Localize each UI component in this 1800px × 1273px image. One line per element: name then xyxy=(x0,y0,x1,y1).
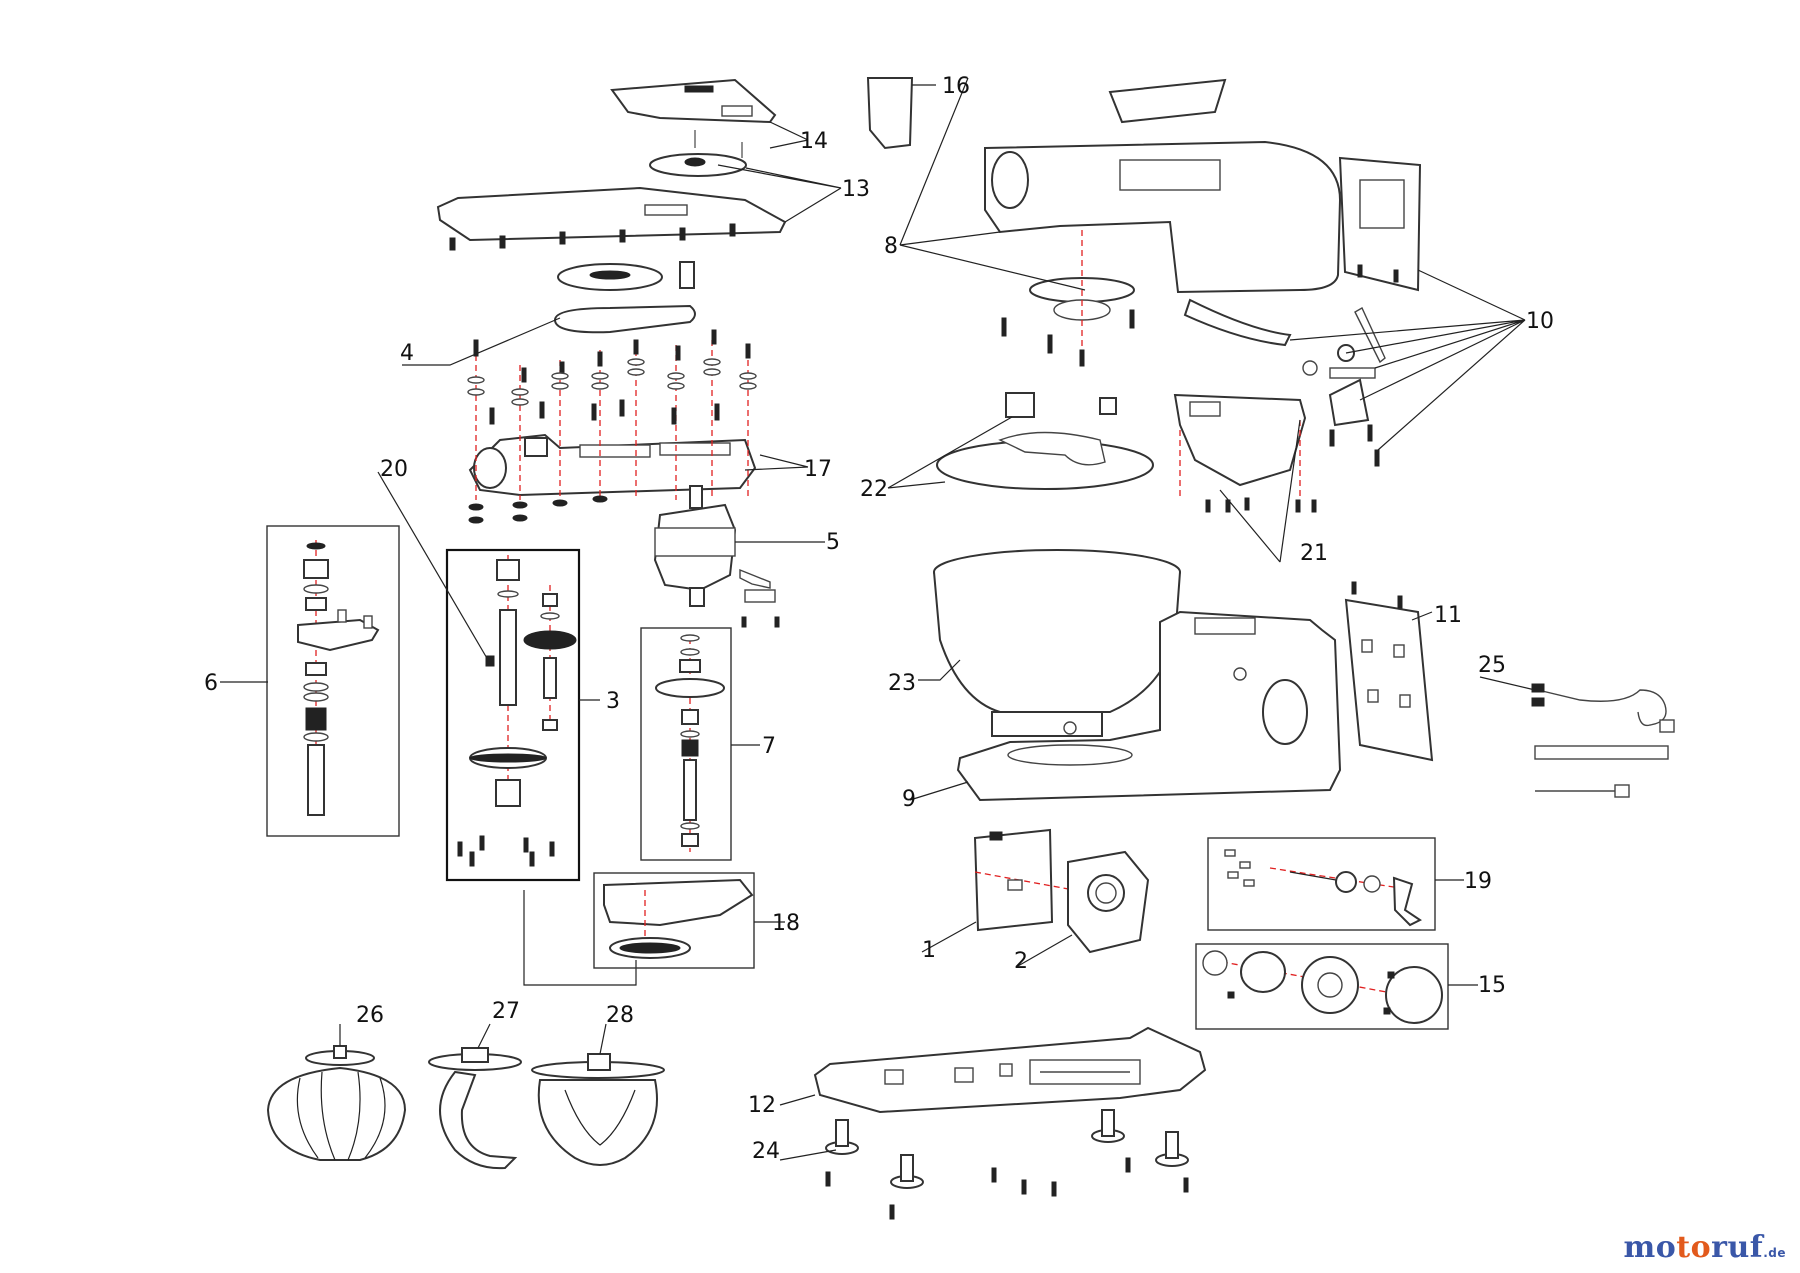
brand-logo-part1: mo xyxy=(1623,1230,1677,1265)
part-5-motor xyxy=(653,485,780,628)
part-11-side-panel xyxy=(1344,581,1434,762)
part-24-feet xyxy=(825,1109,1189,1220)
part-1-control-board xyxy=(973,828,1141,932)
part-28-flat-beater xyxy=(531,1053,665,1166)
part-13-upper-plate xyxy=(436,153,787,291)
callout-25: 25 xyxy=(1478,653,1506,678)
brand-logo-part3: ruf xyxy=(1711,1230,1764,1265)
callout-28: 28 xyxy=(606,1003,634,1028)
callout-22: 22 xyxy=(860,477,888,502)
callout-3: 3 xyxy=(606,689,620,714)
part-19-lever-assembly xyxy=(1207,837,1436,931)
part-7-gear-stack xyxy=(640,627,732,861)
callout-12: 12 xyxy=(748,1093,776,1118)
callout-24: 24 xyxy=(752,1139,780,1164)
callout-5: 5 xyxy=(826,530,840,555)
part-4-belt xyxy=(553,304,696,334)
callout-1: 1 xyxy=(922,938,936,963)
part-17-gearbox-housing xyxy=(468,433,757,497)
callout-27: 27 xyxy=(492,999,520,1024)
part-25-power-cord xyxy=(1531,683,1675,798)
part-8-head-housing xyxy=(984,78,1342,367)
part-23-bowl xyxy=(933,549,1181,737)
callout-21: 21 xyxy=(1300,541,1328,566)
callout-23: 23 xyxy=(888,671,916,696)
callout-9: 9 xyxy=(902,787,916,812)
part-15-knob-assembly xyxy=(1195,943,1449,1030)
part-12-bottom-plate xyxy=(813,1026,1207,1114)
part-16-scoop xyxy=(866,77,914,150)
part-27-dough-hook xyxy=(428,1047,522,1170)
callout-19: 19 xyxy=(1464,869,1492,894)
part-21-lower-housing xyxy=(1173,393,1317,513)
callout-2: 2 xyxy=(1014,949,1028,974)
part-6-planetary-assembly xyxy=(266,525,400,837)
callout-15: 15 xyxy=(1478,973,1506,998)
callout-18: 18 xyxy=(772,911,800,936)
callout-10: 10 xyxy=(1526,309,1554,334)
callout-7: 7 xyxy=(762,734,776,759)
part-22-splash-guard xyxy=(936,392,1154,490)
part-3-shaft-assembly xyxy=(445,548,637,986)
part-9-base-body xyxy=(956,610,1342,802)
part-2-switch-housing xyxy=(1067,850,1150,954)
callout-17: 17 xyxy=(804,457,832,482)
callout-8: 8 xyxy=(884,234,898,259)
callout-14: 14 xyxy=(800,129,828,154)
part-17-screws-washers xyxy=(467,329,757,524)
brand-logo: motoruf.de xyxy=(1624,1230,1786,1265)
callout-11: 11 xyxy=(1434,603,1462,628)
callout-labels: 1 2 3 4 5 6 7 8 9 10 11 12 13 14 15 16 1… xyxy=(204,74,1554,1164)
callout-6: 6 xyxy=(204,671,218,696)
part-18-gear-cover xyxy=(593,872,755,969)
callout-13: 13 xyxy=(842,177,870,202)
part-14-top-cover xyxy=(610,78,777,158)
callout-26: 26 xyxy=(356,1003,384,1028)
part-10-rear-plate xyxy=(1183,156,1422,467)
part-26-whisk xyxy=(266,1045,407,1161)
brand-logo-tld: .de xyxy=(1763,1246,1786,1260)
callout-16: 16 xyxy=(942,74,970,99)
callout-4: 4 xyxy=(400,341,414,366)
brand-logo-part2: to xyxy=(1676,1230,1712,1265)
callout-20: 20 xyxy=(380,457,408,482)
leader-lines xyxy=(220,77,1536,1161)
